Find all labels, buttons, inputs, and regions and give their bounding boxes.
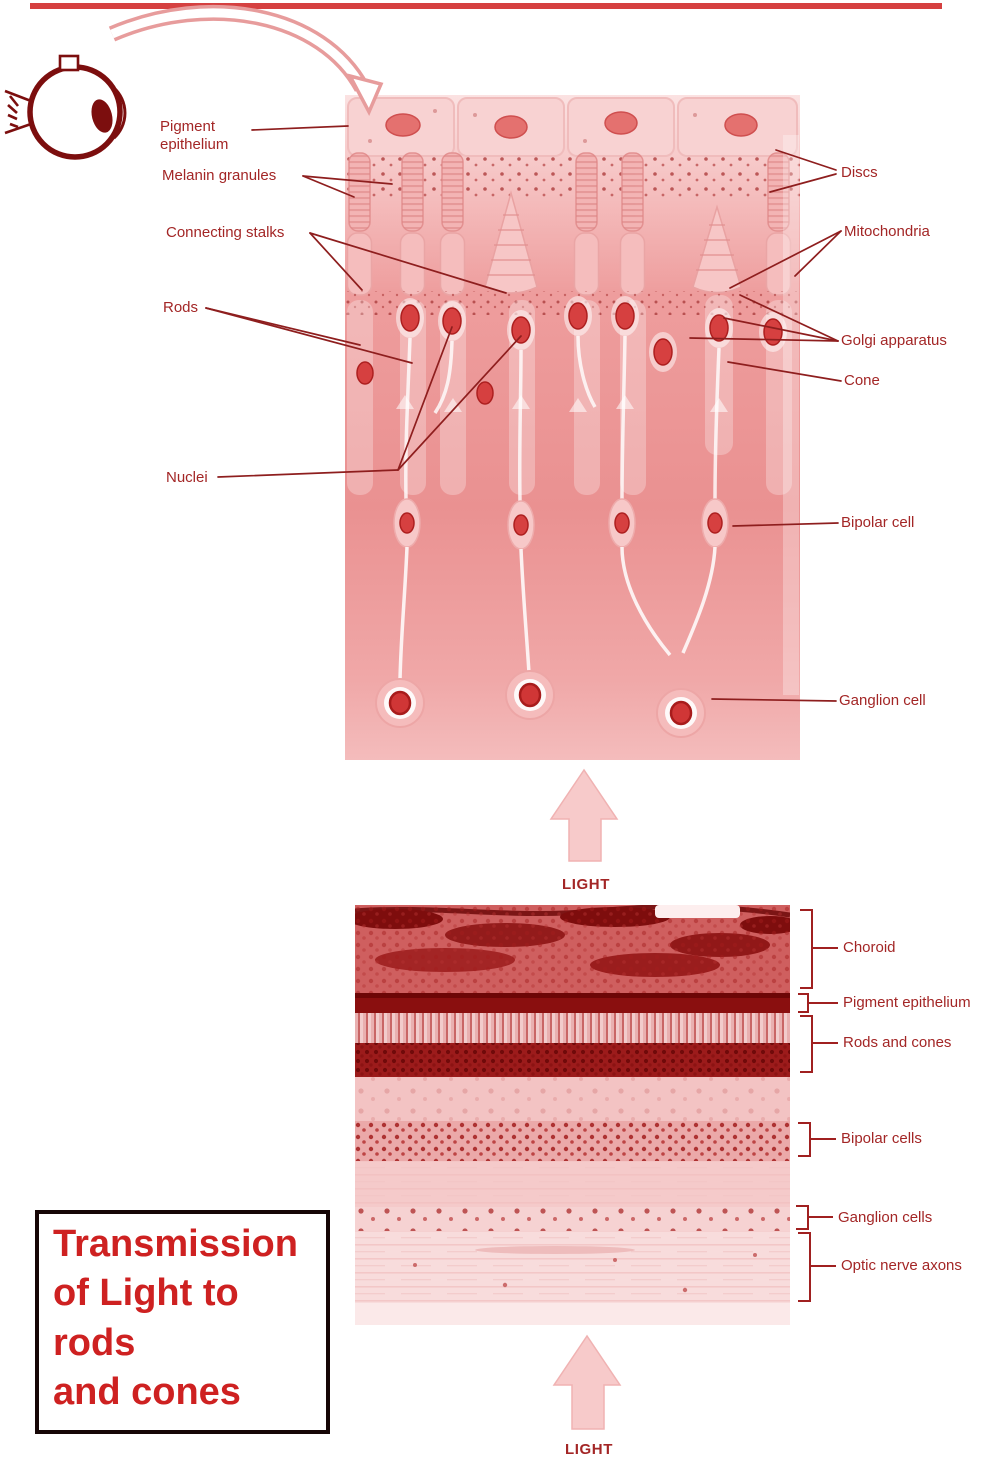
label-ganglion-cells: Ganglion cells: [838, 1209, 933, 1226]
optic-nerve-fiber-layer: [355, 1231, 790, 1325]
rod-outer-segments: [348, 152, 790, 232]
ganglion-cell-layer: [355, 1207, 790, 1231]
top-red-border: [30, 3, 942, 9]
caption-line-2: of Light to: [53, 1272, 239, 1315]
bipolar-cell-layer: [355, 1121, 790, 1161]
light-arrow-bottom-icon: [552, 1334, 622, 1430]
label-discs: Discs: [841, 164, 878, 181]
caption-line-1: Transmission: [53, 1223, 298, 1265]
label-ganglion-cell: Ganglion cell: [839, 692, 926, 709]
label-cone: Cone: [844, 372, 880, 389]
label-golgi-apparatus: Golgi apparatus: [841, 332, 947, 349]
label-optic-nerve-axons: Optic nerve axons: [841, 1257, 962, 1274]
label-pigment-epithelium: Pigment epithelium: [160, 118, 229, 153]
label-pigment-epithelium-2: Pigment epithelium: [843, 994, 971, 1011]
synaptic-terminals: [396, 395, 728, 412]
label-mitochondria: Mitochondria: [844, 223, 930, 240]
leader-lines: [205, 125, 842, 702]
light-arrow-top-icon: [549, 768, 619, 862]
label-choroid: Choroid: [843, 939, 896, 956]
label-rods-and-cones: Rods and cones: [843, 1034, 952, 1051]
bipolar-axons: [398, 546, 717, 681]
eye-icon: [4, 54, 127, 160]
ganglion-cells: [375, 670, 706, 738]
light-label-top: LIGHT: [562, 876, 610, 893]
retina-cell-illustration: [345, 95, 800, 760]
label-melanin-granules: Melanin granules: [162, 167, 277, 184]
pigment-epithelium-cells: [347, 97, 798, 157]
photoreceptor-fibers: [404, 335, 721, 502]
label-connecting-stalks: Connecting stalks: [166, 224, 285, 241]
caption-box: Transmission of Light to rods and cones: [35, 1210, 330, 1434]
label-nuclei: Nuclei: [166, 469, 208, 486]
pigment-epithelium-layer: [355, 993, 790, 1013]
choroid-layer: [355, 905, 790, 993]
inner-plexiform-layer: [355, 1161, 790, 1207]
label-rods: Rods: [163, 299, 199, 316]
bipolar-cells: [393, 498, 729, 550]
outer-plexiform-layer: [355, 1077, 790, 1121]
caption-line-4: and cones: [53, 1371, 241, 1414]
photoreceptor-nuclei: [356, 296, 787, 405]
caption-line-3: rods: [53, 1321, 136, 1364]
light-arrows: [549, 768, 622, 1430]
label-bipolar-cells: Bipolar cells: [841, 1130, 922, 1147]
rods-cones-striation-layer: [355, 1013, 790, 1043]
magnifier-arrow: [108, 4, 384, 117]
label-bipolar-cell: Bipolar cell: [841, 514, 915, 531]
layer-brackets: [796, 909, 838, 1302]
light-label-bottom: LIGHT: [565, 1441, 613, 1458]
outer-nuclear-layer: [355, 1043, 790, 1077]
retina-micrograph: [355, 905, 790, 1325]
